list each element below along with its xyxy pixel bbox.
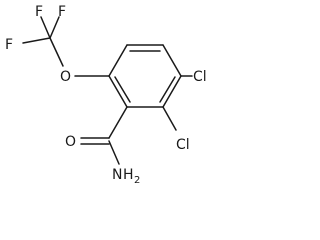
- atom-cl-right: Cl: [193, 69, 207, 85]
- bond-carbonyl-c-to-n: [108, 140, 120, 165]
- structure-diagram: F F F O Cl Cl O N H 2: [5, 4, 207, 186]
- atom-amide-h: H: [123, 167, 134, 183]
- bond-cf3-c-to-f-left: [22, 37, 51, 44]
- ring-bond-6: [108, 75, 128, 108]
- atom-f-top-right: F: [58, 4, 66, 20]
- atom-amide-h-count: 2: [134, 175, 140, 186]
- bond-cf3-c-to-f-top-right: [49, 16, 60, 39]
- atom-amide-n: N: [112, 167, 122, 183]
- atom-f-left: F: [5, 37, 13, 53]
- atom-f-top-left: F: [35, 4, 43, 20]
- atom-cl-bottom: Cl: [176, 137, 190, 153]
- bond-cf3-c-to-f-top-left: [40, 16, 51, 39]
- ring-bond-3: [162, 44, 182, 77]
- atom-oxygen-ether: O: [60, 69, 71, 85]
- bond-ring-to-cl-bottom: [162, 106, 177, 131]
- ring-bond-6-inner: [114, 76, 131, 103]
- ring-bond-4-inner: [159, 76, 176, 103]
- bond-cf3-c-to-o: [49, 37, 64, 67]
- bond-ring-to-carbonyl-c: [108, 106, 128, 139]
- ring-bond-4: [162, 75, 182, 108]
- atom-oxygen-carbonyl: O: [65, 134, 76, 150]
- ring-bond-1: [108, 44, 128, 77]
